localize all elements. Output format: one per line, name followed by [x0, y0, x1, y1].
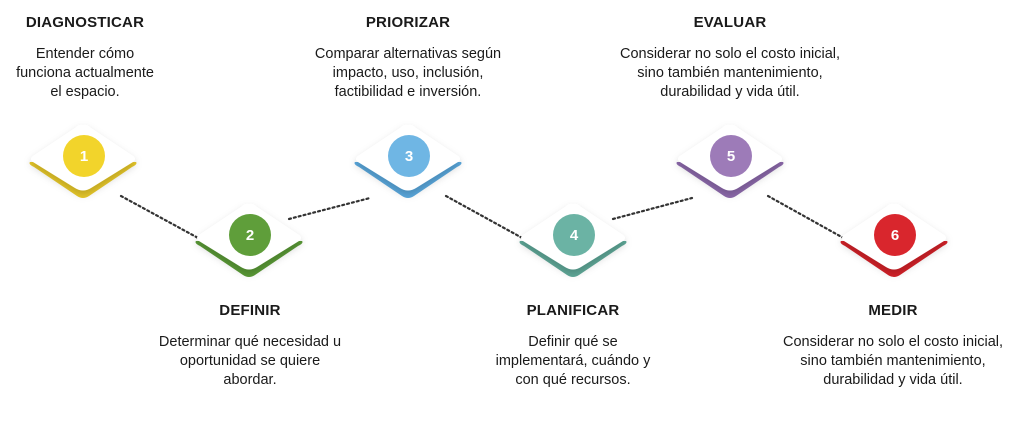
step-description: Entender cómo funciona actualmente el espa…: [0, 45, 170, 102]
step-circle: [874, 214, 916, 256]
step-circle: [229, 214, 271, 256]
step-text-5: EVALUAR Considerar no solo el costo inici…: [590, 14, 870, 102]
description-line: durabilidad y vida útil.: [823, 372, 963, 388]
step-circle: [388, 135, 430, 177]
connector-line: [766, 194, 858, 247]
step-number: 2: [246, 227, 254, 244]
description-line: factibilidad e inversión.: [334, 84, 482, 100]
connector-line: [287, 196, 372, 221]
description-line: oportunidad se quiere: [179, 353, 321, 369]
description-line: Definir qué se: [528, 334, 618, 350]
step-title: DIAGNOSTICAR: [25, 14, 145, 31]
step-node-4: 4: [519, 203, 627, 277]
step-number: 3: [405, 148, 413, 165]
step-title: MEDIR: [868, 302, 918, 319]
step-node-6: 6: [840, 203, 948, 277]
description-line: abordar.: [223, 372, 277, 388]
step-node-2: 2: [195, 203, 303, 277]
step-circle: [553, 214, 595, 256]
description-line: con qué recursos.: [515, 372, 631, 388]
step-text-3: PRIORIZAR Comparar alternativas según impa…: [288, 14, 528, 102]
description-line: Entender cómo: [35, 46, 135, 62]
step-description: Considerar no solo el costo inicial, sino…: [590, 45, 870, 102]
description-line: sino también mantenimiento,: [637, 65, 823, 81]
connector-line: [444, 194, 537, 247]
connector-line: [119, 194, 213, 247]
step-number: 5: [727, 148, 735, 165]
step-title: PRIORIZAR: [365, 14, 451, 31]
step-title: DEFINIR: [219, 302, 281, 319]
step-text-4: PLANIFICAR Definir qué se implementará, cu…: [460, 302, 686, 390]
description-line: funciona actualmente: [16, 65, 154, 81]
step-description: Definir qué se implementará, cuándo y con …: [460, 333, 686, 390]
description-line: durabilidad y vida útil.: [660, 84, 800, 100]
step-node-3: 3: [354, 124, 462, 198]
connector-line: [611, 196, 694, 221]
description-line: Considerar no solo el costo inicial,: [782, 334, 1004, 350]
description-line: implementará, cuándo y: [495, 353, 651, 369]
description-line: Determinar qué necesidad u: [158, 334, 342, 350]
description-line: impacto, uso, inclusión,: [332, 65, 484, 81]
description-line: el espacio.: [50, 84, 120, 100]
step-node-1: 1: [29, 124, 137, 198]
step-number: 4: [570, 227, 579, 244]
step-title: PLANIFICAR: [526, 302, 620, 319]
step-text-6: MEDIR Considerar no solo el costo inicial…: [762, 302, 1024, 390]
step-number: 1: [80, 148, 88, 165]
step-circle: [63, 135, 105, 177]
connectors: [119, 194, 858, 247]
step-title: EVALUAR: [693, 14, 767, 31]
step-circle: [710, 135, 752, 177]
step-number: 6: [891, 227, 899, 244]
step-text-2: DEFINIR Determinar qué necesidad u oportun…: [120, 302, 380, 390]
step-node-5: 5: [676, 124, 784, 198]
step-description: Determinar qué necesidad u oportunidad se…: [120, 333, 380, 390]
step-description: Comparar alternativas según impacto, uso,…: [288, 45, 528, 102]
nodes: 1 2 3 4 5 6: [29, 124, 948, 277]
description-line: sino también mantenimiento,: [800, 353, 986, 369]
step-description: Considerar no solo el costo inicial, sino…: [762, 333, 1024, 390]
step-text-1: DIAGNOSTICAR Entender cómo funciona actual…: [0, 14, 170, 102]
description-line: Comparar alternativas según: [314, 46, 502, 62]
description-line: Considerar no solo el costo inicial,: [619, 46, 841, 62]
